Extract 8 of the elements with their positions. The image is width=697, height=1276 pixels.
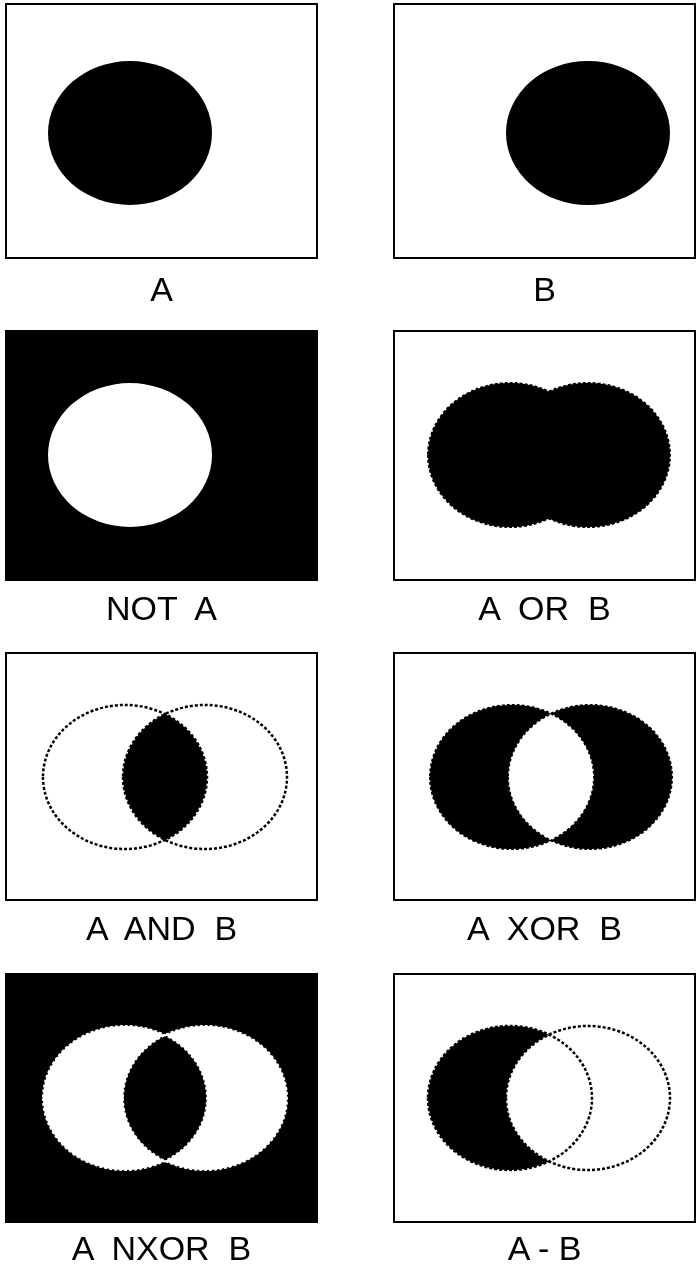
panel-caption: A <box>150 270 173 308</box>
panel-caption: B <box>533 270 556 308</box>
panel-caption: NOT A <box>106 589 217 627</box>
panel-caption: A OR B <box>478 589 611 627</box>
panel-caption: A - B <box>507 1229 582 1267</box>
panel-caption: A AND B <box>85 909 238 947</box>
panel-caption: A NXOR B <box>71 1229 252 1267</box>
panel-caption: A XOR B <box>467 909 622 947</box>
